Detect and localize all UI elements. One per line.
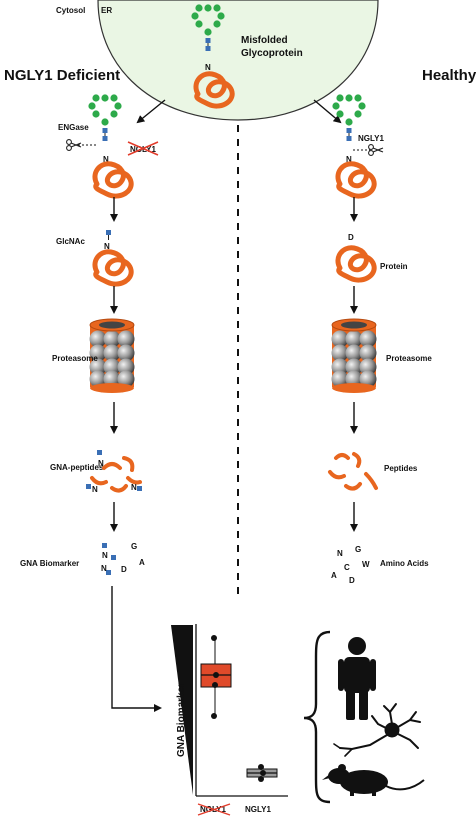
right-proteasome-label: Proteasome [386,354,432,363]
biomarker-boxplot: GNA Biomarker NGLY1 NGLY1 [171,624,288,816]
er-label: ER [101,6,112,15]
peptides-label: Peptides [384,464,418,473]
right-protein-label: Protein [380,262,408,271]
svg-text:N: N [102,551,108,560]
right-n-letter: N [346,155,352,164]
organism-brace [303,630,331,804]
left-n-letter-2: N [104,242,110,251]
gna-biomarker-label: GNA Biomarker [20,559,79,568]
amino-acid-letters: N G C W A D [331,545,370,585]
x-tick-ngly1-healthy: NGLY1 [245,805,271,814]
box2-point [258,764,264,770]
amino-acids-label: Amino Acids [380,559,429,568]
gna-peptides-label: GNA-peptides [50,463,104,472]
ngly1-cross-b [127,141,159,156]
left-n-letter-1: N [103,155,109,164]
svg-text:A: A [331,571,337,580]
svg-text:D: D [121,565,127,574]
box1-point [212,682,218,688]
right-heading: Healthy [422,67,476,84]
engase-label: ENGase [58,123,89,132]
box2-point [260,770,266,776]
left-arrow-to-chart [111,586,162,712]
level-wedge [171,625,193,795]
misfolded-label-line1: Misfolded [241,35,288,46]
er-compartment [97,0,379,121]
svg-text:N: N [98,459,104,468]
glcnac-square [106,230,111,235]
rodent-icon [322,764,425,796]
svg-text:A: A [139,558,145,567]
right-proteasome-icon [331,318,377,394]
right-scissors-icon [368,144,384,156]
svg-text:G: G [355,545,361,554]
left-protein-1 [95,164,131,196]
svg-text:N: N [101,564,107,573]
neuron-icon [333,703,421,757]
ngly1-crossed-label: NGLY1 [130,145,156,154]
human-icon [338,637,376,720]
svg-text:N: N [92,485,98,494]
box1-point [213,672,219,678]
box2-point [258,776,264,782]
box1-point [211,635,217,641]
right-ngly1-label: NGLY1 [358,134,384,143]
er-n-letter: N [205,63,211,72]
gna-biomarker-glyph: N G N A D [101,542,145,575]
left-protein-2 [95,252,131,284]
svg-text:N: N [337,549,343,558]
right-protein-2 [338,248,374,280]
misfolded-label-line2: Glycoprotein [241,48,303,59]
svg-text:D: D [349,576,355,585]
gna-peptide-fragments: N N N [86,450,142,494]
svg-text:N: N [131,483,137,492]
peptide-fragments [328,452,378,491]
right-d-letter: D [348,233,354,242]
left-proteasome-label: Proteasome [52,354,98,363]
left-heading: NGLY1 Deficient [4,67,120,84]
right-protein-1 [338,164,374,196]
svg-text:G: G [131,542,137,551]
x-tick-cross-b [197,803,231,816]
arrow-to-right [313,99,342,124]
svg-text:C: C [344,563,350,572]
box1-point [211,713,217,719]
left-glycan [87,93,123,142]
glcnac-label: GlcNAc [56,237,85,246]
arrow-to-left [136,99,166,124]
cytosol-label: Cytosol [56,6,85,15]
svg-text:W: W [362,560,370,569]
chart-y-label: GNA Biomarker [176,683,187,757]
